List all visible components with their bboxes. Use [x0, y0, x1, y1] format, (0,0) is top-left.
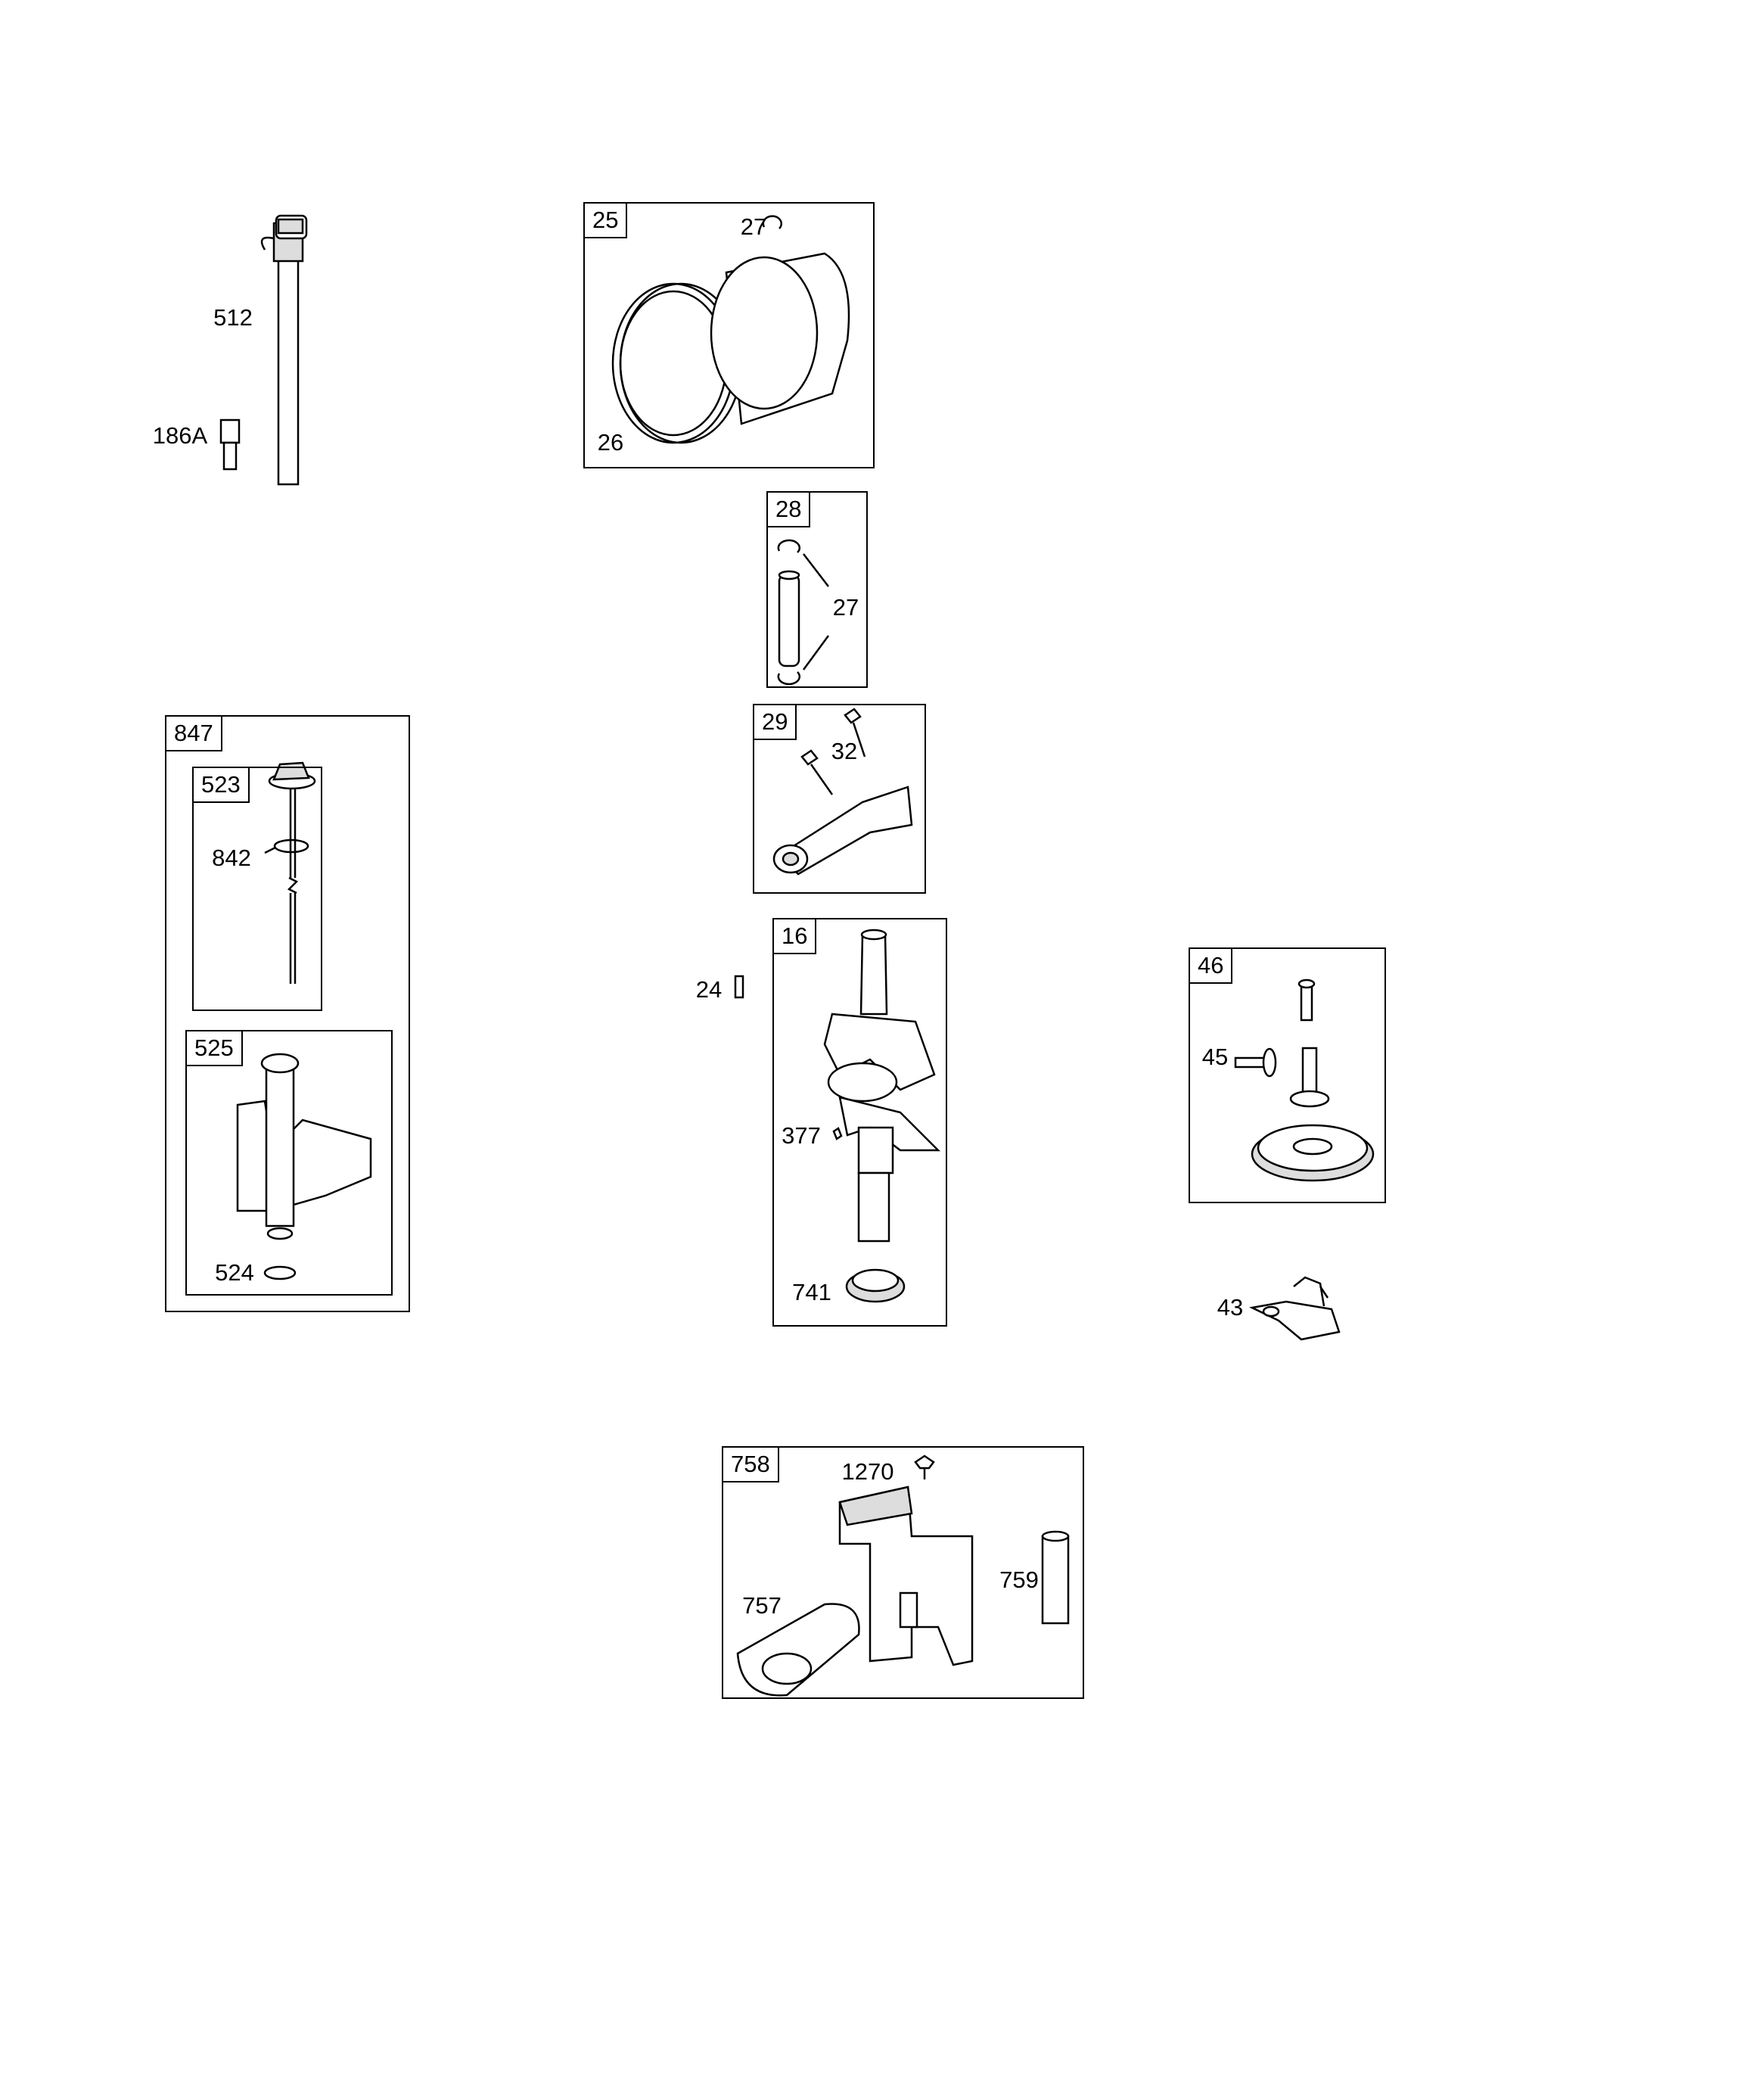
oil-fill-tube-drawing [236, 1053, 372, 1280]
assembly-box-oil-fill: 847 [165, 715, 410, 1312]
part-label-dowel: 759 [999, 1566, 1039, 1593]
part-label-dipstick-tube: 512 [213, 304, 253, 331]
key-drawing [734, 975, 744, 999]
part-label-rod-screw: 32 [831, 738, 858, 764]
assembly-ref-piston: 25 [583, 202, 628, 238]
assembly-ref-oil-fill: 847 [165, 715, 222, 751]
part-label-crank-key: 377 [782, 1122, 821, 1149]
connecting-rod-drawing [772, 708, 913, 876]
part-label-fitting: 186A [152, 422, 208, 449]
assembly-box-connecting-rod: 29 [753, 704, 926, 894]
part-label-dipstick-o-ring: 842 [212, 845, 251, 871]
part-label-pin-retainer: 27 [832, 594, 859, 621]
assembly-ref-oil-fill-tube: 525 [185, 1030, 243, 1066]
cam-gear-drawing [1234, 978, 1375, 1182]
part-label-tube-seal: 524 [215, 1259, 254, 1286]
breather-drawing [736, 1454, 1070, 1697]
assembly-box-piston: 25 [583, 202, 875, 468]
piston-drawing [611, 215, 850, 444]
crankshaft-drawing [823, 929, 941, 1303]
dipstick-tube-drawing [260, 214, 308, 486]
part-label-governor: 43 [1217, 1294, 1244, 1321]
assembly-ref-piston-pin: 28 [766, 491, 811, 527]
assembly-ref-connecting-rod: 29 [753, 704, 797, 740]
fitting-drawing [219, 418, 241, 471]
assembly-box-oil-fill-tube: 525 [185, 1030, 393, 1296]
assembly-box-piston-pin: 28 [766, 491, 868, 688]
part-label-tappet: 45 [1201, 1044, 1229, 1070]
assembly-box-cam-gear: 46 [1189, 947, 1386, 1203]
part-label-key: 24 [695, 976, 723, 1003]
piston-pin-drawing [777, 539, 830, 686]
governor-drawing [1248, 1276, 1341, 1341]
assembly-ref-breather: 758 [722, 1446, 779, 1482]
part-label-piston-rings: 26 [597, 429, 624, 456]
part-label-timing-gear: 741 [792, 1279, 831, 1305]
part-label-breather-plate: 757 [742, 1592, 782, 1619]
assembly-box-breather: 758 [722, 1446, 1084, 1699]
part-label-piston-retainer: 27 [740, 213, 767, 240]
assembly-ref-dipstick: 523 [192, 767, 250, 803]
assembly-ref-cam-gear: 46 [1189, 947, 1233, 984]
part-label-breather-screw: 1270 [841, 1458, 894, 1485]
assembly-box-dipstick: 523 [192, 767, 322, 1011]
assembly-box-crankshaft: 16 [772, 918, 947, 1327]
assembly-ref-crankshaft: 16 [772, 918, 817, 954]
